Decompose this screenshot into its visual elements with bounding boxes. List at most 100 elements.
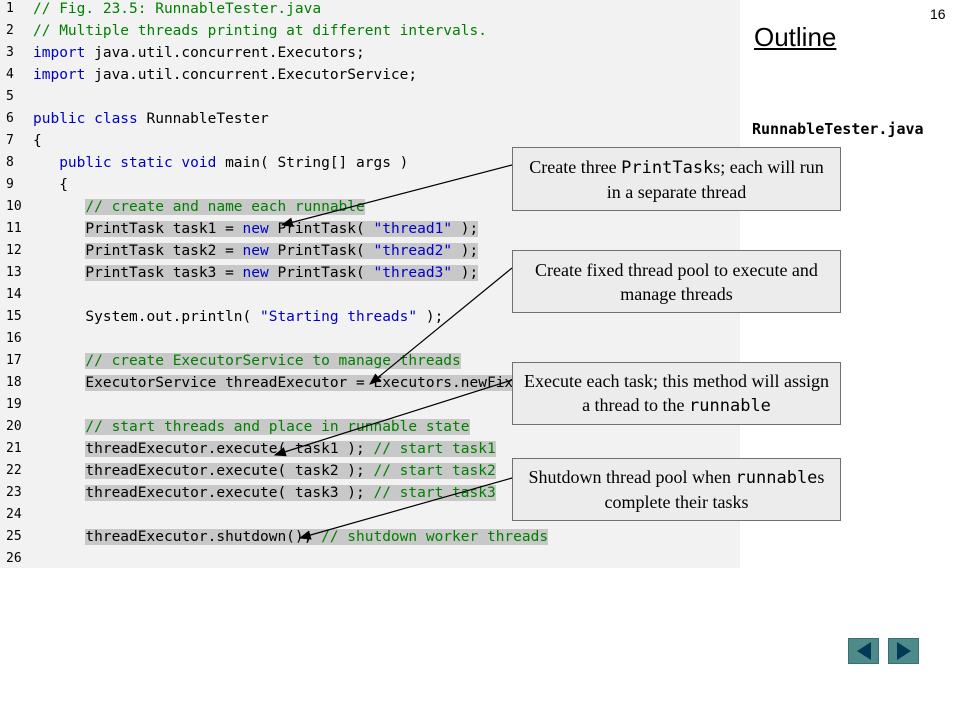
- code-token: [33, 463, 85, 479]
- line-number: 11: [6, 221, 22, 236]
- code-token: [33, 221, 85, 237]
- left-triangle-icon: [856, 642, 871, 660]
- code-text: PrintTask task2 = new PrintTask( "thread…: [33, 240, 479, 262]
- line-number: 12: [6, 243, 22, 258]
- line-number: 15: [6, 309, 22, 324]
- line-number: 18: [6, 375, 22, 390]
- line-number: 7: [6, 133, 14, 148]
- code-token: threadExecutor.execute( task3 );: [85, 485, 374, 501]
- code-line: 5: [0, 86, 740, 108]
- code-comment: // start task3: [373, 485, 496, 501]
- code-text: // create and name each runnable: [33, 196, 365, 218]
- right-triangle-icon: [896, 642, 911, 660]
- code-token: PrintTask task2 =: [85, 243, 243, 259]
- line-number: 13: [6, 265, 22, 280]
- code-line: 7{: [0, 130, 740, 152]
- code-token: );: [417, 309, 444, 325]
- code-text: System.out.println( "Starting threads" )…: [33, 306, 443, 328]
- code-comment: // Multiple threads printing at differen…: [33, 23, 487, 39]
- code-line: 25 threadExecutor.shutdown(); // shutdow…: [0, 526, 740, 548]
- code-token: main( String[] args ): [216, 155, 409, 171]
- code-token: [33, 529, 85, 545]
- code-token: [33, 419, 85, 435]
- line-number: 19: [6, 397, 22, 412]
- code-keyword: public static void: [59, 155, 217, 171]
- callout-text: Execute each task; this method will assi…: [524, 371, 829, 416]
- line-number: 14: [6, 287, 22, 302]
- code-text: threadExecutor.execute( task2 ); // star…: [33, 460, 496, 482]
- code-token: System.out.println(: [33, 309, 260, 325]
- code-line: 19: [0, 394, 740, 416]
- line-number: 16: [6, 331, 22, 346]
- code-line: 9 {: [0, 174, 740, 196]
- code-token: threadExecutor.execute( task2 );: [85, 463, 374, 479]
- code-token: PrintTask task1 =: [85, 221, 243, 237]
- code-line: 11 PrintTask task1 = new PrintTask( "thr…: [0, 218, 740, 240]
- line-number: 20: [6, 419, 22, 434]
- line-number: 21: [6, 441, 22, 456]
- code-keyword: new: [242, 221, 269, 237]
- line-number: 5: [6, 89, 14, 104]
- code-string: "Starting threads": [259, 309, 418, 325]
- code-keyword: public class: [33, 111, 138, 127]
- code-text: public class RunnableTester: [33, 108, 269, 130]
- code-token: [33, 265, 85, 281]
- code-string: "thread2": [373, 243, 453, 259]
- previous-slide-button[interactable]: [848, 638, 879, 664]
- code-token: [33, 155, 59, 171]
- code-comment: // start threads and place in runnable s…: [85, 419, 470, 435]
- code-text: threadExecutor.execute( task3 ); // star…: [33, 482, 496, 504]
- code-line: 1// Fig. 23.5: RunnableTester.java: [0, 0, 740, 20]
- code-string: "thread3": [373, 265, 453, 281]
- code-comment: // start task2: [373, 463, 496, 479]
- code-string: "thread1": [373, 221, 453, 237]
- code-text: PrintTask task1 = new PrintTask( "thread…: [33, 218, 479, 240]
- code-token: );: [452, 221, 479, 237]
- code-token: RunnableTester: [137, 111, 269, 127]
- line-number: 1: [6, 1, 14, 16]
- line-number: 24: [6, 507, 22, 522]
- code-line: 14: [0, 284, 740, 306]
- code-comment: // create and name each runnable: [85, 199, 365, 215]
- callout-execute-task: Execute each task; this method will assi…: [512, 362, 841, 425]
- line-number: 3: [6, 45, 14, 60]
- code-token: threadExecutor.execute( task1 );: [85, 441, 374, 457]
- code-token: threadExecutor.shutdown();: [85, 529, 322, 545]
- callout-text: Shutdown thread pool when runnables comp…: [528, 467, 825, 512]
- page-number: 16: [930, 6, 946, 22]
- code-token: );: [452, 265, 479, 281]
- code-text: // Multiple threads printing at differen…: [33, 20, 487, 42]
- code-comment: // create ExecutorService to manage thre…: [85, 353, 461, 369]
- code-line: 4 import java.util.concurrent.ExecutorSer…: [0, 64, 740, 86]
- code-token: [33, 441, 85, 457]
- line-number: 6: [6, 111, 14, 126]
- line-number: 23: [6, 485, 22, 500]
- line-number: 17: [6, 353, 22, 368]
- outline-link[interactable]: Outline: [754, 22, 837, 52]
- code-text: import java.util.concurrent.Executors;: [33, 42, 365, 64]
- code-token: PrintTask(: [268, 265, 374, 281]
- code-keyword: new: [242, 243, 269, 259]
- code-text: {: [33, 174, 68, 196]
- line-number: 25: [6, 529, 22, 544]
- code-token: );: [452, 243, 479, 259]
- code-token: java.util.concurrent.Executors;: [85, 45, 365, 61]
- code-text: threadExecutor.execute( task1 ); // star…: [33, 438, 496, 460]
- line-number: 4: [6, 67, 14, 82]
- next-slide-button[interactable]: [888, 638, 919, 664]
- code-line: 6 public class RunnableTester: [0, 108, 740, 130]
- code-text: import java.util.concurrent.ExecutorServ…: [33, 64, 417, 86]
- code-comment: // shutdown worker threads: [321, 529, 549, 545]
- line-number: 8: [6, 155, 14, 170]
- code-token: {: [33, 177, 68, 193]
- callout-shutdown: Shutdown thread pool when runnables comp…: [512, 458, 841, 521]
- code-text: // create ExecutorService to manage thre…: [33, 350, 461, 372]
- code-token: [33, 199, 85, 215]
- code-line: 16: [0, 328, 740, 350]
- code-token: [33, 243, 85, 259]
- code-line: 24: [0, 504, 740, 526]
- code-token: {: [33, 133, 42, 149]
- code-keyword: import: [33, 45, 86, 61]
- callout-text: Create fixed thread pool to execute and …: [535, 259, 818, 304]
- code-token: PrintTask task3 =: [85, 265, 243, 281]
